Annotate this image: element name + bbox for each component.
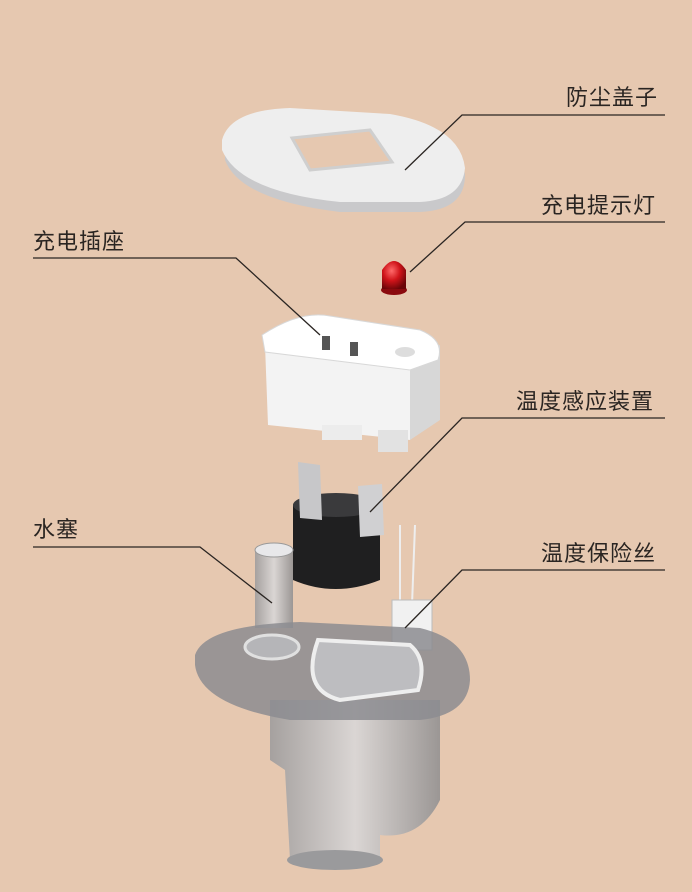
charge-socket-part	[261, 314, 440, 452]
leader-line-dust-cover	[404, 114, 665, 171]
leader-line-thermal-fuse	[404, 569, 665, 629]
label-thermal-fuse: 温度保险丝	[541, 542, 657, 567]
label-water-plug: 水塞	[33, 518, 80, 543]
charge-indicator-led-part	[381, 261, 407, 295]
label-charge-socket: 充电插座	[33, 230, 126, 255]
leader-line-water-plug	[33, 546, 273, 604]
label-temp-sensor: 温度感应装置	[516, 390, 655, 415]
water-plug-part	[254, 542, 294, 628]
leader-line-charge-indicator	[409, 221, 665, 273]
label-dust-cover: 防尘盖子	[566, 86, 659, 111]
leader-line-charge-socket	[33, 257, 321, 336]
dust-cover-part	[222, 108, 465, 212]
label-charge-indicator: 充电提示灯	[541, 194, 657, 219]
temp-sensor-part	[293, 462, 384, 589]
leader-line-temp-sensor	[369, 417, 665, 513]
base-housing-part	[195, 622, 470, 870]
